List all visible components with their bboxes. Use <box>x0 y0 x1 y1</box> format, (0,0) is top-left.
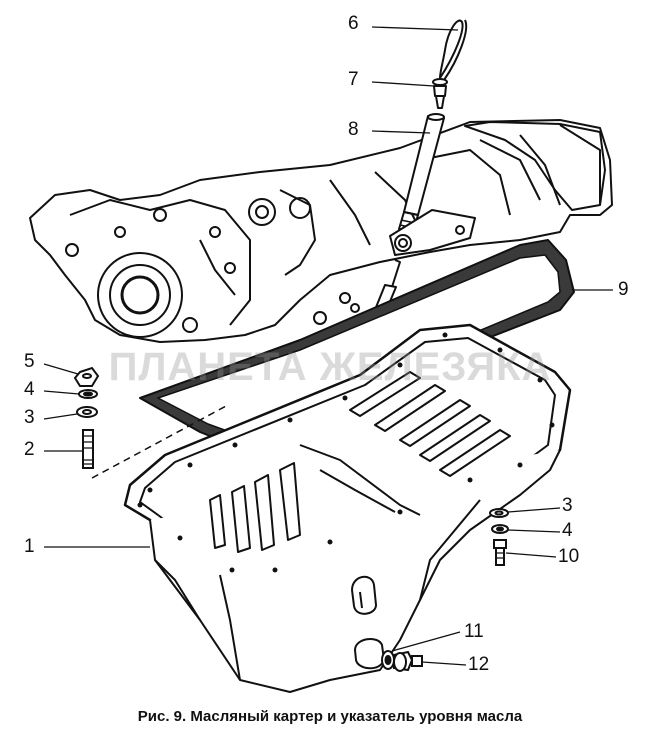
right-fasteners <box>489 508 509 566</box>
callout-9: 9 <box>618 279 629 300</box>
callout-12: 12 <box>468 654 490 675</box>
leader-3-left <box>43 413 78 420</box>
callout-5: 5 <box>24 351 35 372</box>
callout-4-right: 4 <box>562 520 573 541</box>
leader-8 <box>371 130 431 134</box>
callout-2: 2 <box>24 439 35 460</box>
leader-3-right <box>507 507 561 513</box>
callout-1: 1 <box>24 536 35 557</box>
watermark-text: ПЛАНЕТА ЖЕЛЕЗЯКА <box>108 345 552 389</box>
callout-3-right: 3 <box>562 495 573 516</box>
drain-plug-assembly <box>381 650 423 672</box>
leader-lines <box>43 26 613 666</box>
leader-11 <box>391 631 461 652</box>
callout-11: 11 <box>464 621 484 642</box>
callout-3-left: 3 <box>24 407 35 428</box>
flange-bolt-holes <box>137 332 555 573</box>
oil-pan <box>91 323 572 693</box>
left-fasteners <box>73 366 100 469</box>
leader-7 <box>371 81 435 87</box>
callout-4-left: 4 <box>24 379 35 400</box>
callout-6: 6 <box>348 13 359 34</box>
callout-7: 7 <box>348 69 359 90</box>
leader-4-right <box>507 529 561 533</box>
leader-12 <box>421 661 467 666</box>
leader-6 <box>371 26 459 31</box>
callout-10: 10 <box>558 546 580 567</box>
callout-8: 8 <box>348 119 359 140</box>
leader-10 <box>505 552 557 558</box>
leader-4-left <box>43 390 80 395</box>
leader-5 <box>43 363 79 375</box>
figure-caption: Рис. 9. Масляный картер и указатель уров… <box>137 708 523 725</box>
bell-housing-detail <box>65 197 360 338</box>
